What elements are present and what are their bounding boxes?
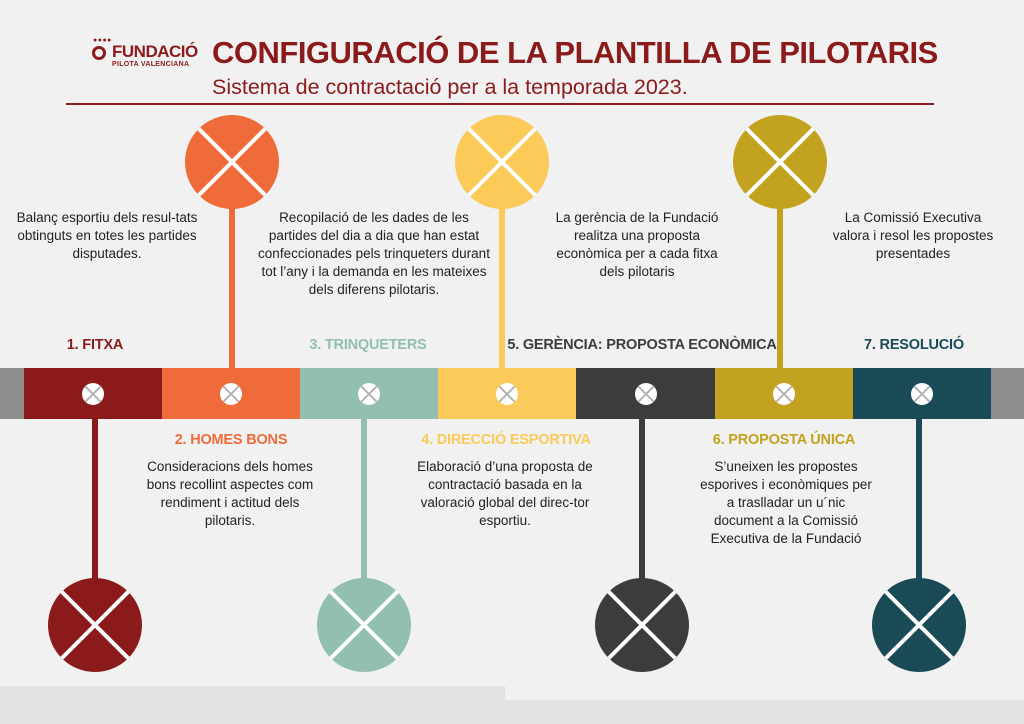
connector-line-step-5 (639, 410, 645, 600)
connector-line-step-1 (92, 410, 98, 600)
background-band (0, 686, 505, 724)
step-7-description: La Comissió Executiva valora i resol les… (832, 210, 994, 261)
step-4-x-circle-icon (455, 115, 549, 209)
logo-name: FUNDACIÓ (112, 42, 198, 61)
step-3-label: 3. TRINQUETERS (309, 337, 427, 353)
close-circle-icon (496, 382, 518, 405)
timeline-segment-step-2 (162, 368, 300, 419)
page-title: CONFIGURACIÓ DE LA PLANTILLA DE PILOTARI… (212, 35, 938, 70)
background-band (505, 700, 1024, 724)
close-circle-icon (773, 382, 795, 405)
step-1-description: Balanç esportiu dels resul-tats obtingut… (16, 210, 198, 261)
close-circle-icon (358, 382, 380, 405)
step-6-x-circle-icon (733, 115, 827, 209)
step-2-label: 2. HOMES BONS (174, 432, 288, 448)
connector-line-step-6 (777, 190, 783, 380)
logo-ring-icon (92, 46, 106, 60)
step-6-label: 6. PROPOSTA ÚNICA (712, 432, 856, 448)
step-2-x-circle-icon (185, 115, 279, 209)
logo-subtitle: PILOTA VALENCIANA (112, 61, 190, 68)
close-circle-icon (82, 382, 104, 405)
connector-line-step-3 (361, 410, 367, 600)
close-circle-icon (220, 382, 242, 405)
connector-line-step-7 (916, 410, 922, 600)
connector-line-step-2 (229, 190, 235, 380)
timeline-segment-step-6 (715, 368, 853, 419)
timeline-segment-step-7 (853, 368, 991, 419)
step-5-label: 5. GERÈNCIA: PROPOSTA ECONÒMICA (507, 337, 777, 353)
step-6-description: S’uneixen les propostes esporives i econ… (700, 459, 872, 546)
step-1-label: 1. FITXA (66, 337, 124, 353)
timeline-segment-step-1 (24, 368, 162, 419)
step-2-description: Consideracions dels homes bons recollint… (146, 459, 314, 528)
step-7-label: 7. RESOLUCIÓ (864, 337, 964, 353)
step-4-description: Elaboració d’una proposta de contractaci… (417, 459, 593, 528)
step-5-x-circle-icon (595, 578, 689, 672)
fundacio-logo: ●●●● FUNDACIÓ PILOTA VALENCIANA (92, 37, 202, 71)
step-1-x-circle-icon (48, 578, 142, 672)
logo-dots-icon: ●●●● (93, 37, 112, 44)
close-circle-icon (634, 382, 657, 405)
timeline-segment-step-3 (300, 368, 438, 419)
connector-line-step-4 (499, 190, 505, 380)
step-4-label: 4. DIRECCIÓ ESPORTIVA (421, 432, 591, 448)
page-subtitle: Sistema de contractació per a la tempora… (212, 75, 688, 99)
step-3-description: Recopilació de les dades de les partides… (258, 210, 490, 297)
close-circle-icon (911, 382, 933, 405)
step-3-x-circle-icon (317, 578, 411, 672)
step-5-description: La gerència de la Fundació realitza una … (555, 210, 719, 279)
timeline-segment-step-5 (576, 368, 715, 419)
step-7-x-circle-icon (872, 578, 966, 672)
title-divider (66, 103, 934, 105)
timeline-segment-step-4 (438, 368, 576, 419)
